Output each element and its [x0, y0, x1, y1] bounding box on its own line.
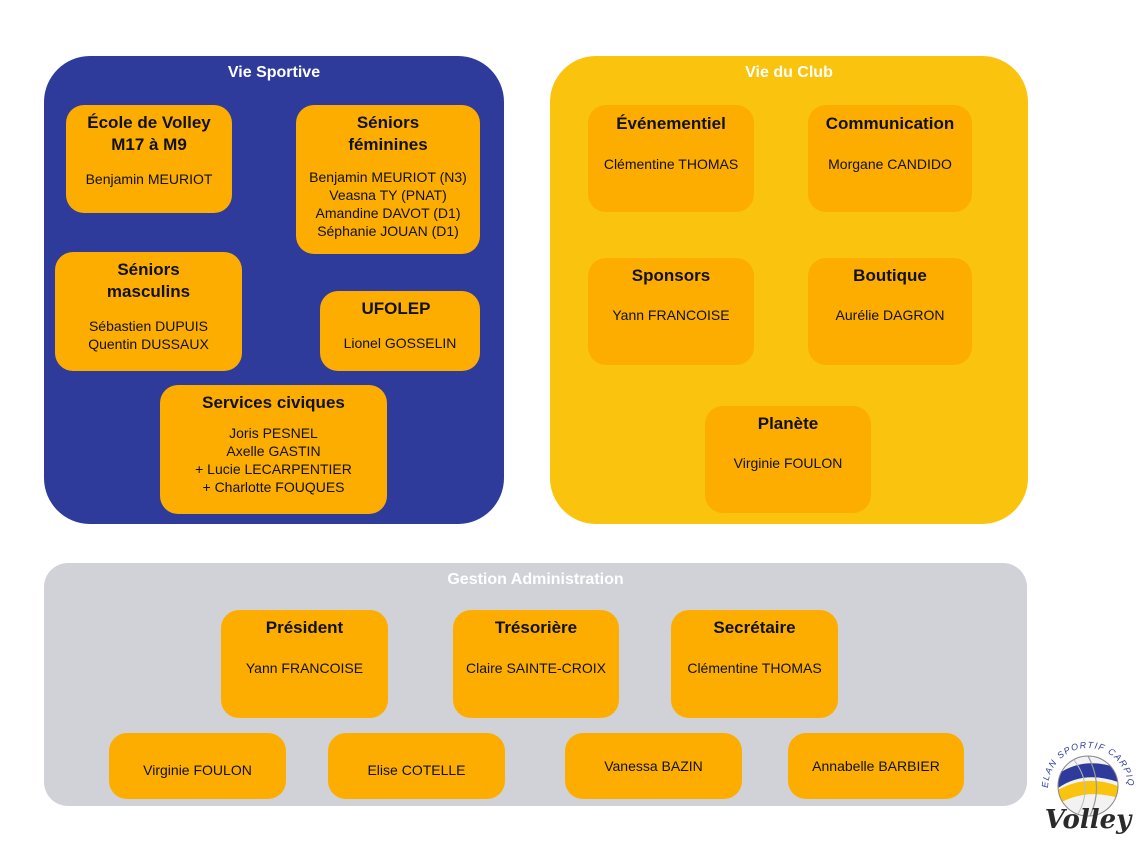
box-member: Elise COTELLE	[328, 733, 505, 799]
box-ecole-de-volley: École de Volley M17 à M9 Benjamin MEURIO…	[66, 105, 232, 213]
group-title: Gestion Administration	[447, 571, 624, 588]
box-names: Sébastien DUPUIS Quentin DUSSAUX	[88, 318, 209, 352]
box-secretaire: Secrétaire Clémentine THOMAS	[671, 610, 838, 718]
club-logo: ELAN SPORTIF CARPIQUET Volley	[1030, 708, 1142, 846]
box-title: Événementiel	[616, 114, 726, 133]
box-names: Morgane CANDIDO	[828, 156, 952, 172]
box-title: UFOLEP	[361, 299, 431, 318]
box-tresoriere: Trésorière Claire SAINTE-CROIX	[453, 610, 619, 718]
box-communication: Communication Morgane CANDIDO	[808, 105, 972, 212]
group-vie-sportive: Vie Sportive École de Volley M17 à M9 Be…	[44, 56, 504, 524]
box-planete: Planète Virginie FOULON	[705, 406, 871, 513]
group-title: Vie Sportive	[227, 64, 321, 81]
box-names: Vanessa BAZIN	[604, 758, 703, 774]
box-title: Services civiques	[202, 393, 345, 412]
box-names: Joris PESNEL Axelle GASTIN + Lucie LECAR…	[195, 425, 352, 495]
box-member: Vanessa BAZIN	[565, 733, 742, 799]
box-names: Annabelle BARBIER	[812, 758, 940, 774]
group-vie-du-club: Vie du Club Événementiel Clémentine THOM…	[550, 56, 1028, 524]
box-title: Secrétaire	[713, 618, 796, 637]
box-names: Yann FRANCOISE	[612, 307, 730, 323]
box-member: Virginie FOULON	[109, 733, 286, 799]
logo-word: Volley	[1045, 805, 1133, 835]
box-title: Président	[265, 618, 344, 637]
volleyball-icon: ELAN SPORTIF CARPIQUET Volley	[1030, 708, 1135, 835]
box-title: Boutique	[853, 266, 927, 285]
box-names: Virginie FOULON	[733, 455, 843, 471]
box-sponsors: Sponsors Yann FRANCOISE	[588, 258, 754, 365]
box-ufolep: UFOLEP Lionel GOSSELIN	[320, 291, 480, 371]
box-names: Benjamin MEURIOT (N3) Veasna TY (PNAT) A…	[309, 169, 467, 239]
box-names: Clémentine THOMAS	[603, 156, 739, 172]
box-title: École de Volley M17 à M9	[87, 113, 211, 154]
box-names: Elise COTELLE	[367, 762, 466, 778]
box-title: Sponsors	[631, 266, 711, 285]
box-names: Aurélie DAGRON	[835, 307, 945, 323]
box-services-civiques: Services civiques Joris PESNEL Axelle GA…	[160, 385, 387, 514]
box-title: Communication	[825, 114, 955, 133]
box-boutique: Boutique Aurélie DAGRON	[808, 258, 972, 365]
box-title: Séniors masculins	[106, 260, 191, 301]
box-title: Planète	[757, 414, 819, 433]
box-names: Virginie FOULON	[143, 762, 252, 778]
box-president: Président Yann FRANCOISE	[221, 610, 388, 718]
box-names: Lionel GOSSELIN	[343, 335, 457, 351]
box-title: Séniors féminines	[348, 113, 428, 154]
box-names: Clémentine THOMAS	[687, 660, 822, 676]
group-gestion-administration: Gestion Administration Président Yann FR…	[44, 563, 1027, 806]
group-title: Vie du Club	[745, 64, 833, 81]
box-names: Yann FRANCOISE	[245, 660, 364, 676]
box-member: Annabelle BARBIER	[788, 733, 964, 799]
box-evenementiel: Événementiel Clémentine THOMAS	[588, 105, 754, 212]
box-seniors-feminines: Séniors féminines Benjamin MEURIOT (N3) …	[296, 105, 480, 254]
box-seniors-masculins: Séniors masculins Sébastien DUPUIS Quent…	[55, 252, 242, 371]
box-names: Benjamin MEURIOT	[85, 171, 213, 187]
box-title: Trésorière	[494, 618, 578, 637]
box-names: Claire SAINTE-CROIX	[465, 660, 607, 676]
